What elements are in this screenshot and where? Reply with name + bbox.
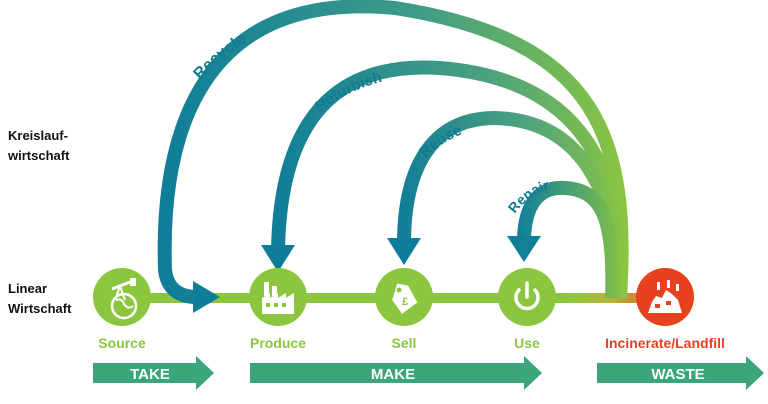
waste-node — [636, 268, 694, 326]
circular-economy-label-line2: wirtschaft — [8, 148, 70, 163]
reuse-arrowhead — [387, 238, 421, 265]
repair-arrowhead — [507, 236, 541, 262]
circular-economy-label: Kreislauf- wirtschaft — [8, 126, 69, 166]
refurbish-arrowhead — [261, 245, 295, 272]
take-phase-arrow: TAKE — [93, 356, 214, 390]
sell-label: Sell — [392, 335, 417, 351]
take-label: TAKE — [130, 366, 170, 383]
make-phase-arrow: MAKE — [250, 356, 542, 390]
sell-node: £ — [375, 268, 433, 326]
use-node — [498, 268, 556, 326]
circular-economy-label-line1: Kreislauf- — [8, 128, 68, 143]
landfill-icon — [648, 280, 682, 313]
waste-label: Incinerate/Landfill — [605, 335, 725, 351]
source-label: Source — [98, 335, 146, 351]
source-node — [93, 268, 151, 326]
refurbish-loop — [271, 60, 628, 299]
use-label: Use — [514, 335, 540, 351]
globe-oil-pump-icon — [110, 278, 138, 320]
power-icon — [514, 281, 540, 311]
produce-label: Produce — [250, 335, 306, 351]
linear-economy-label-line1: Linear — [8, 281, 48, 296]
recycle-loop — [157, 0, 629, 304]
refurbish-label: Refurbish — [312, 69, 383, 115]
waste-phase-label: WASTE — [651, 366, 704, 383]
recycle-label: Recycle — [191, 31, 249, 83]
make-label: MAKE — [371, 366, 415, 383]
price-tag-icon: £ — [392, 283, 418, 314]
recycle-arrowhead — [193, 281, 220, 313]
waste-phase-arrow: WASTE — [597, 356, 764, 390]
repair-loop — [517, 180, 620, 299]
svg-text:£: £ — [402, 296, 408, 308]
linear-economy-label-line2: Wirtschaft — [8, 301, 72, 316]
produce-node — [249, 268, 307, 326]
linear-economy-label: Linear Wirtschaft — [8, 279, 71, 319]
factory-icon — [262, 282, 294, 314]
